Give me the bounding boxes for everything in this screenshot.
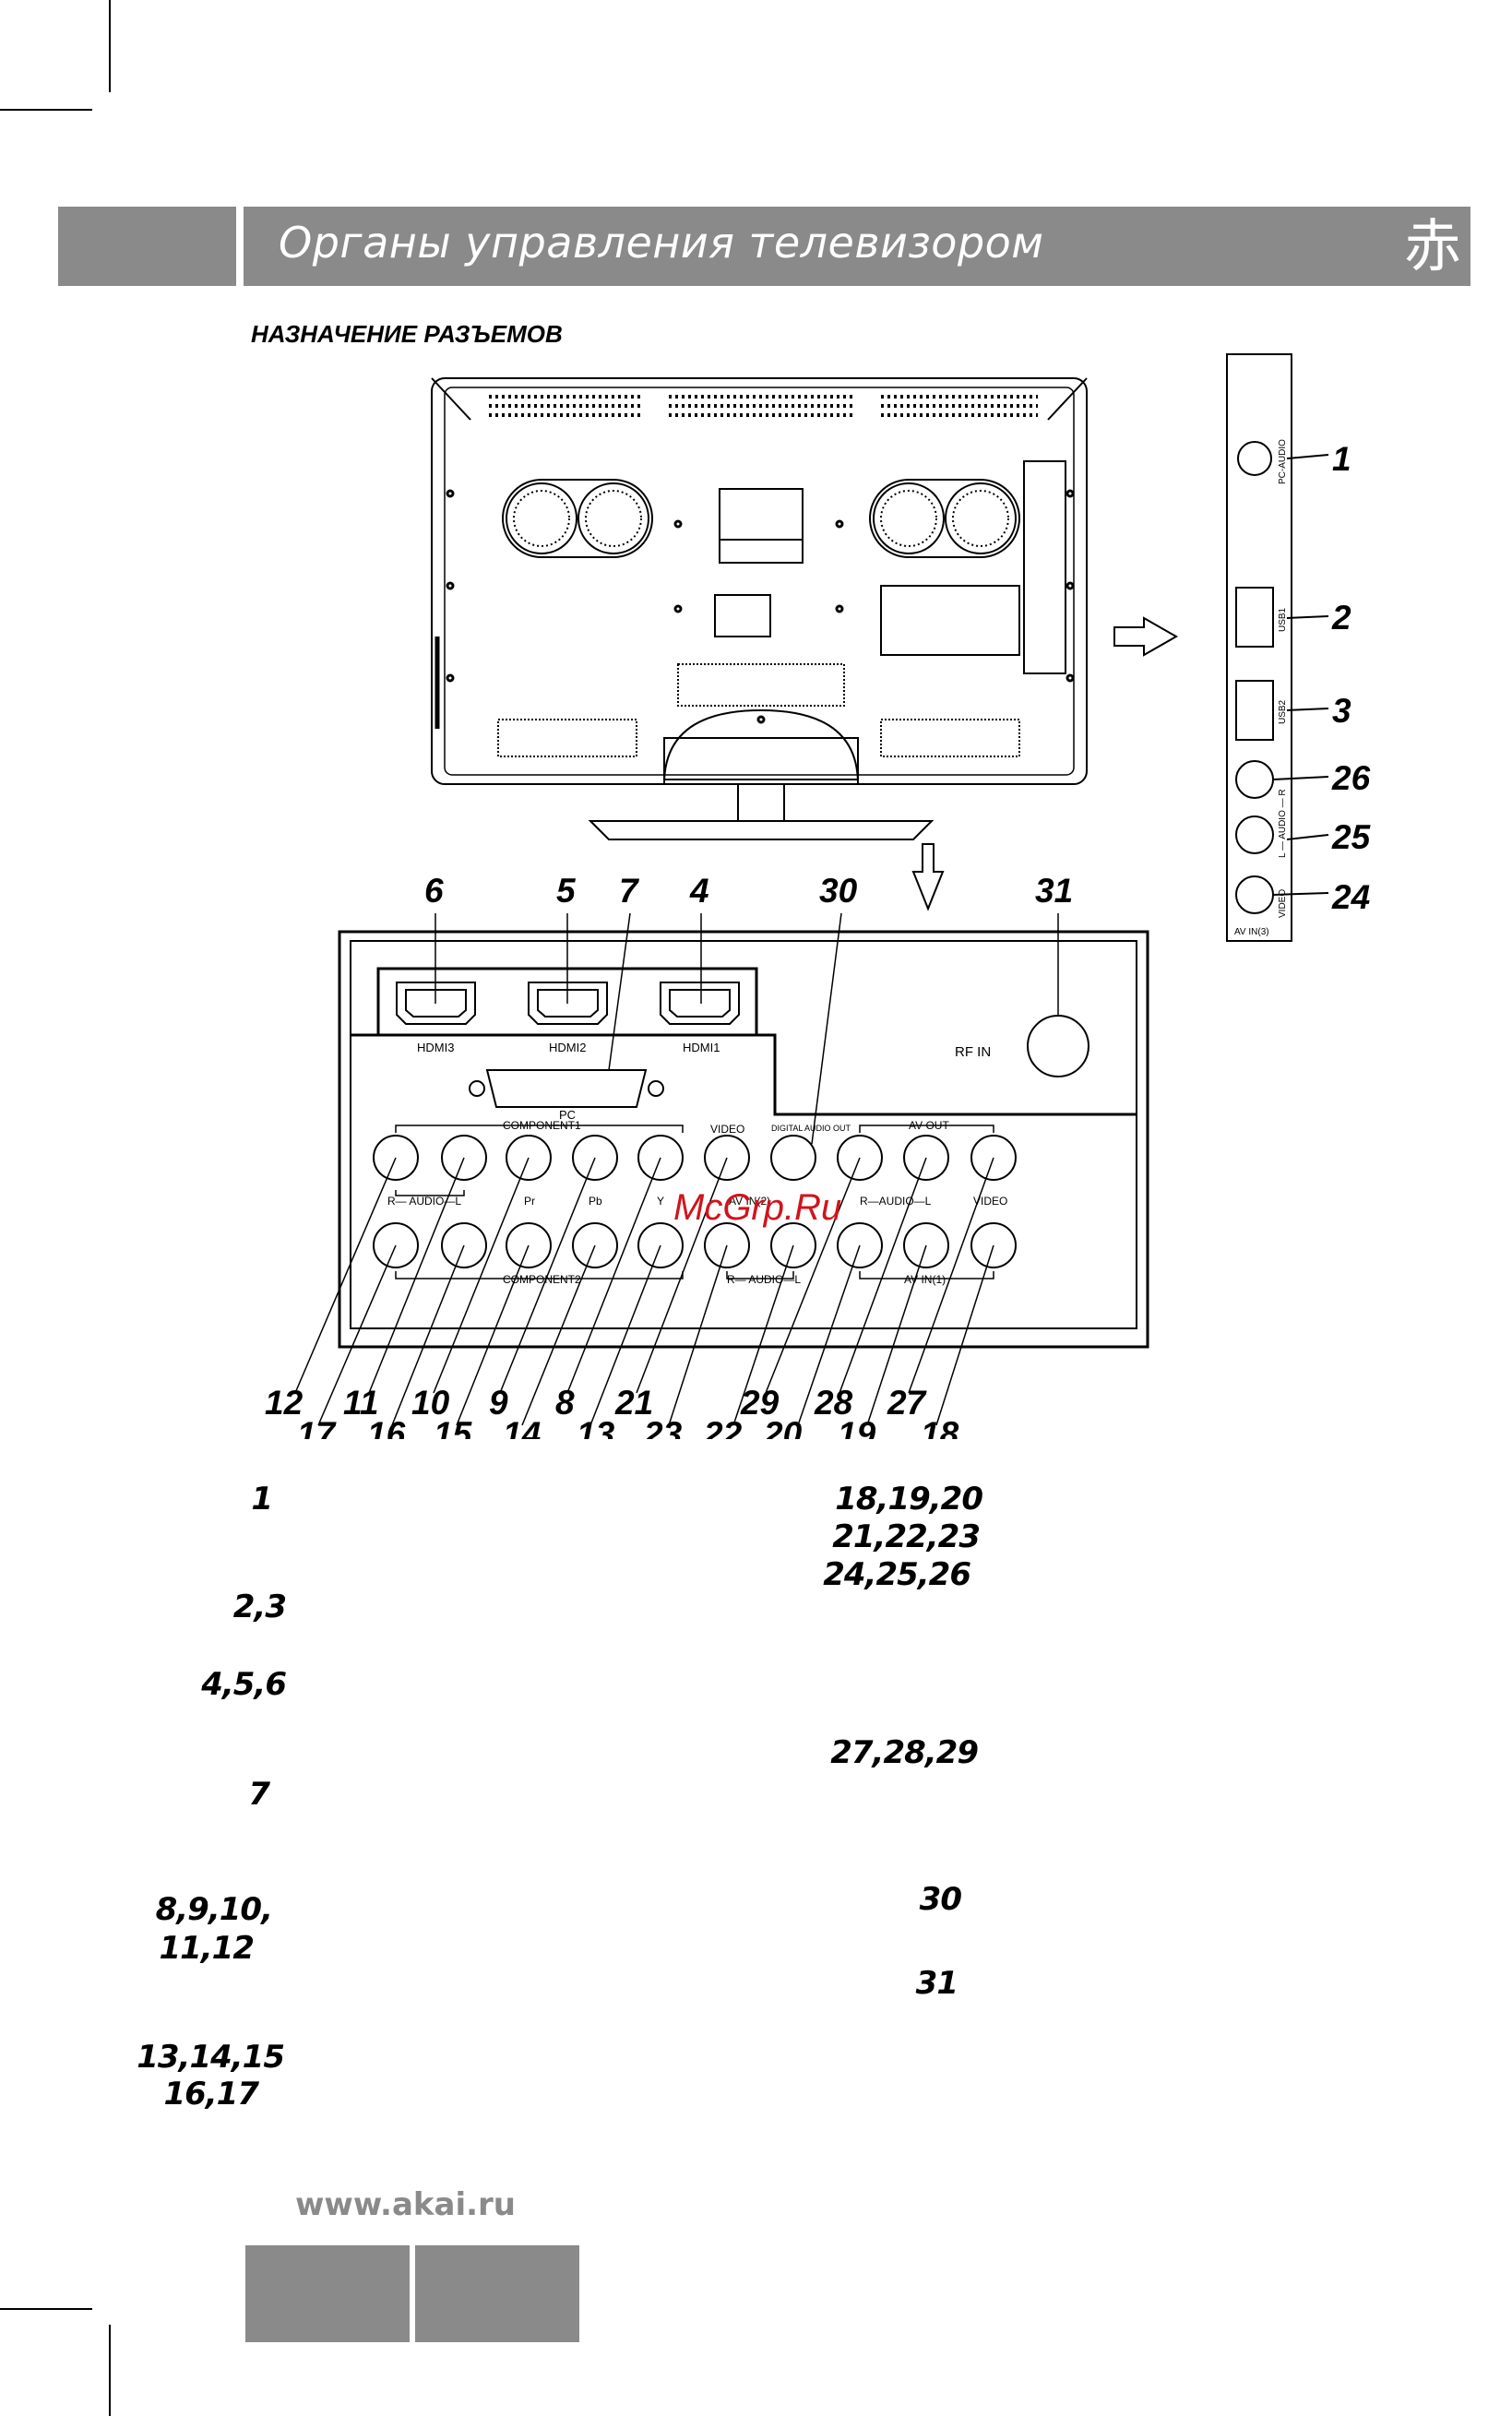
hdmi2-label: HDMI2 (549, 1041, 586, 1054)
callout-20: 20 (763, 1415, 803, 1439)
callout-10: 10 (411, 1384, 450, 1422)
legend-right-5: 30 (919, 1881, 962, 1918)
crop-mark (109, 2325, 111, 2416)
side-panel (1226, 353, 1329, 942)
pr-label: Pr (524, 1195, 535, 1208)
av-in2-label: AV IN(2) (729, 1195, 770, 1208)
callout-21: 21 (614, 1384, 653, 1422)
pc-label: PC (559, 1108, 576, 1122)
hdmi1-label: HDMI1 (683, 1041, 720, 1054)
callout-26: 26 (1331, 759, 1371, 797)
legend-left-6: 11,12 (159, 1930, 255, 1967)
legend-right-1: 18,19,20 (835, 1481, 983, 1517)
page-title: Органы управления телевизором (279, 218, 1044, 268)
hdmi3-label: HDMI3 (417, 1041, 454, 1054)
callout-19: 19 (838, 1415, 876, 1439)
audio-side-label: L — AUDIO — R (1278, 789, 1288, 858)
callout-23: 23 (643, 1415, 683, 1439)
callout-11: 11 (343, 1384, 378, 1422)
callout-3: 3 (1332, 692, 1351, 730)
callout-2: 2 (1331, 599, 1351, 637)
legend-left-5: 8,9,10, (155, 1891, 273, 1928)
callout-8: 8 (555, 1384, 575, 1422)
arrow-right-icon (1113, 616, 1179, 657)
legend-left-8: 16,17 (163, 2076, 259, 2113)
akai-logo-glyph: 赤 (1403, 212, 1461, 280)
callout-9: 9 (489, 1384, 508, 1422)
component2-label: COMPONENT2 (503, 1273, 581, 1286)
callout-16: 16 (367, 1415, 406, 1439)
watermark: McGrp.Ru (673, 1187, 841, 1228)
footer-block-left (245, 2245, 410, 2342)
callout-14: 14 (503, 1415, 541, 1439)
r-audio-l-label-2: R— AUDIO—L (727, 1273, 801, 1286)
callout-24: 24 (1331, 878, 1370, 916)
legend-right-4: 27,28,29 (830, 1734, 979, 1771)
crop-mark (109, 0, 111, 92)
callout-17: 17 (297, 1415, 338, 1439)
legend-right-3: 24,25,26 (823, 1556, 971, 1593)
legend-left-3: 4,5,6 (201, 1666, 287, 1703)
callout-12: 12 (265, 1384, 304, 1422)
callout-29: 29 (740, 1384, 780, 1422)
crop-mark (0, 109, 92, 111)
callout-7: 7 (619, 872, 640, 910)
callout-13: 13 (577, 1415, 615, 1439)
callout-25: 25 (1331, 818, 1372, 856)
header-left-block (58, 207, 236, 286)
video-side-label: VIDEO (1278, 889, 1288, 918)
video-label: VIDEO (710, 1123, 744, 1136)
crop-mark (0, 2308, 92, 2310)
y-label: Y (657, 1195, 664, 1208)
pb-label: Pb (589, 1195, 602, 1208)
section-title: НАЗНАЧЕНИЕ РАЗЪЕМОВ (251, 320, 563, 348)
callout-18: 18 (921, 1415, 959, 1439)
digital-audio-out-label: DIGITAL AUDIO OUT (771, 1124, 851, 1133)
av-out-label: AV OUT (909, 1119, 949, 1132)
callout-30: 30 (819, 872, 858, 910)
callout-1: 1 (1332, 440, 1351, 478)
r-audio-l-label-1: R— AUDIO—L (387, 1195, 461, 1208)
callout-4: 4 (689, 872, 709, 910)
legend-left-4: 7 (248, 1776, 270, 1813)
callout-22: 22 (703, 1415, 743, 1439)
video2-label: VIDEO (973, 1195, 1007, 1208)
rf-in-label: RF IN (955, 1044, 991, 1060)
header-bar (244, 207, 1470, 286)
footer-url[interactable]: www.akai.ru (295, 2186, 517, 2223)
legend-right-2: 21,22,23 (832, 1518, 981, 1555)
callout-5: 5 (556, 872, 577, 910)
footer-block-right (415, 2245, 579, 2342)
callout-27: 27 (887, 1384, 928, 1422)
callout-15: 15 (434, 1415, 473, 1439)
usb2-label: USB2 (1278, 699, 1288, 724)
usb1-label: USB1 (1278, 607, 1288, 632)
callout-6: 6 (424, 872, 444, 910)
callout-31: 31 (1035, 872, 1073, 910)
pc-audio-label: PC-AUDIO (1278, 439, 1288, 484)
av-in3-label: AV IN(3) (1234, 927, 1269, 937)
arrow-down-icon (911, 843, 945, 911)
legend-right-6: 31 (915, 1965, 958, 2002)
connector-diagram: HDMI3 HDMI2 HDMI1 PC RF IN COMPONENT1 CO… (265, 353, 1372, 1439)
legend-left-2: 2,3 (232, 1589, 287, 1625)
r-audio-l-label-3: R—AUDIO—L (860, 1195, 932, 1208)
tv-rear-view (431, 377, 1088, 840)
legend-left-1: 1 (251, 1481, 273, 1517)
component1-label: COMPONENT1 (503, 1119, 581, 1132)
callout-28: 28 (814, 1384, 853, 1422)
legend-left-7: 13,14,15 (137, 2039, 285, 2076)
av-in1-label: AV IN(1) (904, 1273, 946, 1286)
